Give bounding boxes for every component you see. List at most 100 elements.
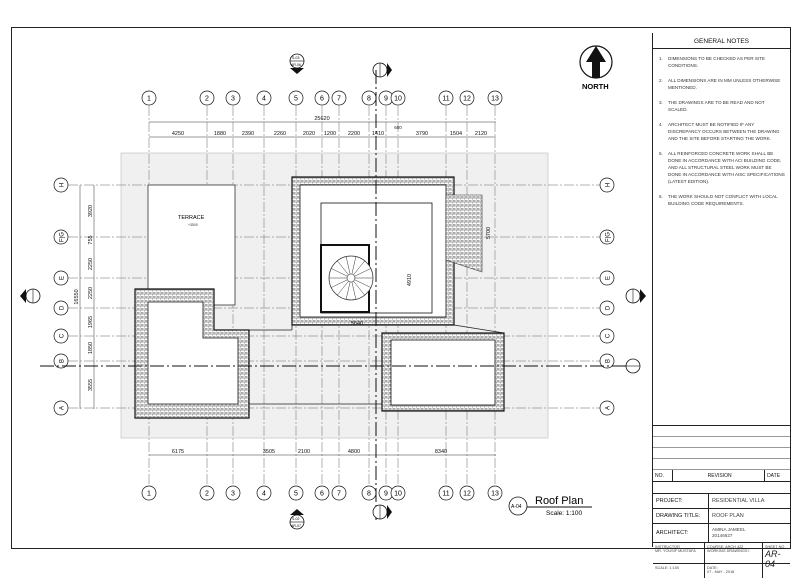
grid-row-label: H [60,183,66,187]
note-text: ARCHITECT MUST BE NOTIFIED IF ANY DISCRE… [668,122,780,141]
general-notes-list: 1.DIMENSIONS TO BE CHECKED AS PER SITE C… [653,49,790,207]
grid-row-label: B [606,359,612,363]
bottom-dimension: 4800 [348,449,360,455]
left-roof [147,301,239,405]
grid-row-label: D [60,305,66,310]
grid-row-label: F|G [60,232,66,242]
inner-dimension: 5640 [351,321,363,327]
svg-text:AR-06: AR-06 [291,63,301,67]
general-note: 3.THE DRAWINGS ARE TO BE READ AND NOT SC… [659,99,785,113]
grid-column-label: 11 [442,96,449,103]
section-marker-bottom-2 [372,504,392,520]
right-roof [390,339,496,406]
grid-column-label: 5 [294,96,298,103]
general-note: 6. THE WORK SHOULD NOT CONFLICT WITH LOCA… [659,193,785,207]
architect-id: 20146627 [712,533,733,538]
grid-column-label: 4 [262,491,266,498]
architect-name: AMINA JAMEEL [712,527,746,532]
section-marker-right-b [40,358,641,374]
project-value: RESIDENTIAL VILLA [712,498,765,504]
top-dimension: 2120 [475,131,487,137]
grid-column-label: 9 [384,491,388,498]
left-total-dimension: 16550 [74,289,80,304]
note-text: THE WORK SHOULD NOT CONFLICT WITH LOCAL … [668,194,778,206]
course-label: COURSE: ARCH 422 [707,545,744,549]
course-value: WORKING DRAWINGS I [707,549,750,553]
overall-dimension: 25620 [314,116,329,122]
building-outline [134,176,505,419]
date-value: 07 - MAY - 2018 [707,570,735,574]
top-sub-dimension: 600 [394,125,402,130]
inner-dimension: 4910 [407,274,413,286]
grid-column-label: 13 [491,96,499,103]
sheet-no-label: SHEET NO. [765,545,786,549]
grid-row-label: C [606,333,612,338]
grid-column-label: 8 [367,491,371,498]
grid-column-label: 13 [491,491,499,498]
grid-column-label: 12 [463,96,471,103]
section-marker-bottom-1: S-02 AR-07 [289,509,305,530]
north-arrow: NORTH [579,45,613,91]
grid-column-label: 11 [442,491,449,498]
left-dimension: 2250 [88,258,94,270]
note-text: ALL DIMENSIONS ARE IN MM UNLESS OTHERWIS… [668,78,781,90]
note-number: 5. [659,151,663,156]
architect-label: ARCHITECT: [653,524,709,542]
grid-column-label: 1 [147,491,151,498]
grid-row-label: E [606,276,612,280]
drawing-title-label: DRAWING TITLE: [653,509,709,523]
note-number: 1. [659,56,663,61]
bottom-dimension: 2100 [298,449,310,455]
grid-column-label: 2 [205,491,209,498]
bottom-dimension: 6175 [172,449,184,455]
top-dimension: 1880 [214,131,226,137]
top-dimension: 2390 [242,131,254,137]
drawing-title-value: ROOF PLAN [712,513,744,519]
note-text: ALL REINFORCED CONCRETE WORK SHALL BE DO… [668,151,785,184]
sheet-no: AR-04 [765,549,781,569]
grid-row-label: F|G [606,232,612,242]
grid-column-label: 12 [463,491,471,498]
grid-row-label: D [606,305,612,310]
project-info: PROJECT: RESIDENTIAL VILLA DRAWING TITLE… [653,493,790,578]
general-note: 5. ALL REINFORCED CONCRETE WORK SHALL BE … [659,150,785,185]
dimension-lines [79,121,496,456]
notes-heading: GENERAL NOTES [653,33,790,49]
top-dimension: 3790 [416,131,428,137]
left-dimension: 2250 [88,287,94,299]
grid-row-label: H [606,183,612,187]
top-dimension: 4250 [172,131,184,137]
svg-text:AR-07: AR-07 [291,524,301,528]
top-dimension: 1200 [324,131,336,137]
top-dimension: 2020 [303,131,315,137]
grid-column-label: 6 [320,96,324,103]
section-marker-right [625,288,646,304]
grid-row-label: A [60,406,66,410]
grid-column-label: 4 [262,96,266,103]
svg-text:S-02: S-02 [292,517,299,521]
left-dimension: 3555 [88,379,94,391]
general-note: 4.ARCHITECT MUST BE NOTIFIED IF ANY DISC… [659,121,785,142]
top-dimension: 1410 [372,131,384,137]
grid-column-label: 9 [384,96,388,103]
grid-column-label: 1 [147,96,151,103]
general-note: 1.DIMENSIONS TO BE CHECKED AS PER SITE C… [659,55,785,69]
revision-header: REVISION [673,470,766,481]
note-number: 6. [659,194,663,199]
grid-row-label: A [606,406,612,410]
side-tile-roof [445,194,483,273]
grid-column-label: 10 [394,96,402,103]
grid-column-label: 8 [367,96,371,103]
plan-scale: Scale: 1:100 [546,510,583,517]
left-dimension: 755 [88,235,94,244]
section-marker-left [20,288,41,304]
instructor-label: INSTRUCTOR [655,545,680,549]
revision-date-header: DATE [767,472,781,479]
top-dimension: 2260 [274,131,286,137]
left-dimension: 3920 [88,205,94,217]
grid-row-label: B [60,359,66,363]
note-number: 3. [659,100,663,105]
grid-column-label: 5 [294,491,298,498]
